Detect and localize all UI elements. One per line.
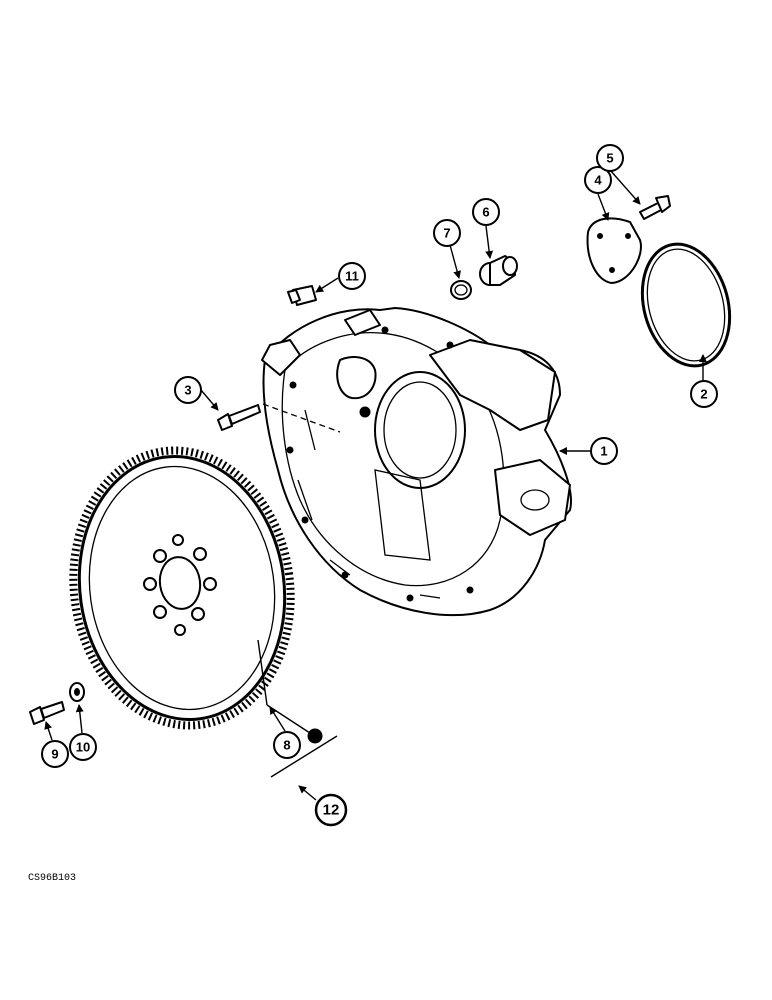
callout-1: 1 [590,437,618,465]
flywheel [69,446,323,744]
callout-label: 6 [482,205,489,220]
callout-5: 5 [596,144,624,172]
leader-lines [44,169,707,801]
bolt-5 [639,195,671,220]
callout-7: 7 [433,219,461,247]
callout-label: 8 [283,738,290,753]
callout-label: 10 [76,740,90,755]
callout-label: 9 [51,747,58,762]
bolt-9 [29,701,65,725]
callout-label: 7 [443,226,450,241]
o-ring [640,242,732,368]
callout-label: 4 [594,173,602,188]
callout-label: 2 [700,387,707,402]
callout-3: 3 [174,376,202,404]
callout-12: 12 [314,793,348,827]
plug-6 [479,255,518,286]
washer-10 [69,682,85,702]
cover-plate [586,217,642,284]
callout-label: 1 [600,444,607,459]
callout-11: 11 [338,262,366,290]
callout-6: 6 [472,198,500,226]
callout-label: 3 [184,383,191,398]
callout-label: 12 [323,802,340,819]
callout-label: 11 [345,269,359,284]
seal-ring-7 [450,280,472,300]
callout-8: 8 [273,731,301,759]
callout-10: 10 [69,733,97,761]
flywheel-housing [261,307,572,617]
fitting-11 [287,285,317,306]
callout-label: 5 [606,151,613,166]
bolt-3 [217,403,341,433]
drawing-id: CS96B103 [28,873,76,884]
callout-2: 2 [690,380,718,408]
callout-4: 4 [584,166,612,194]
callout-9: 9 [41,740,69,768]
